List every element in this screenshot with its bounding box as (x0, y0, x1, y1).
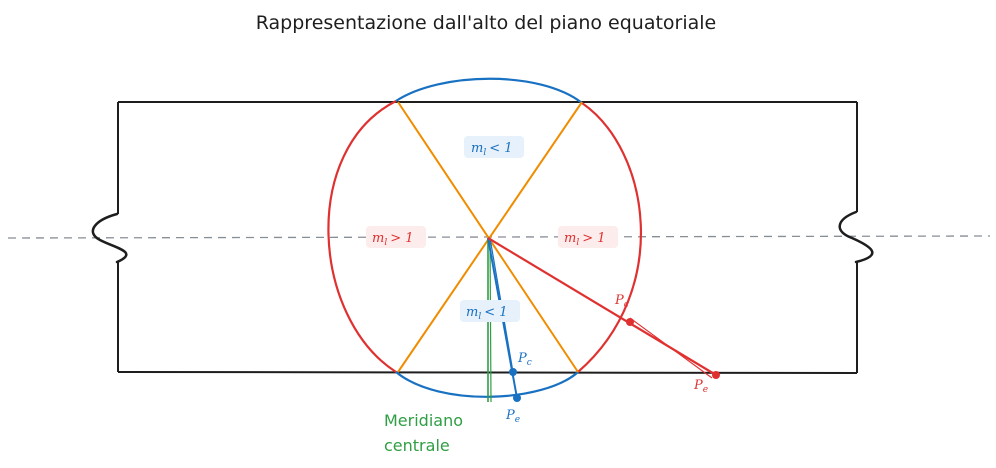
circle-left-arc (327, 100, 397, 373)
svg-text:ml> 1: ml> 1 (564, 231, 606, 248)
circle-top-arc (395, 77, 583, 104)
projection-rectangle (117, 101, 858, 374)
label-pe-blue: Pe (505, 408, 520, 425)
meridian-caption-line1: Meridiano (384, 411, 463, 430)
diagonal-line-b (397, 101, 583, 373)
meridian-caption-line2: centrale (384, 436, 450, 455)
diagonal-line-a (397, 101, 579, 373)
label-pc-red: Pc (614, 293, 629, 310)
label-ml-bottom: ml< 1 (460, 300, 520, 322)
circle-bottom-arc (395, 371, 579, 398)
svg-text:ml< 1: ml< 1 (471, 141, 513, 158)
label-pc-blue: Pc (517, 351, 532, 368)
red-projection-line (487, 237, 717, 376)
point-pe-red (712, 371, 720, 379)
point-pc-red (626, 318, 634, 326)
label-ml-left: ml> 1 (366, 226, 426, 248)
diagram-title: Rappresentazione dall'alto del piano equ… (256, 12, 717, 34)
right-break-mark (838, 210, 874, 264)
point-pe-blue (513, 394, 521, 402)
left-break-mark (91, 212, 128, 264)
svg-text:ml< 1: ml< 1 (466, 305, 508, 322)
label-ml-top: ml< 1 (464, 136, 524, 158)
circle-right-arc (577, 102, 643, 373)
dashed-axis-line (7, 235, 991, 239)
label-ml-right: ml> 1 (558, 226, 618, 248)
red-projection-line-2 (629, 317, 713, 379)
svg-text:ml> 1: ml> 1 (372, 231, 414, 248)
point-pc-blue (509, 368, 517, 376)
label-pe-red: Pe (693, 378, 708, 395)
